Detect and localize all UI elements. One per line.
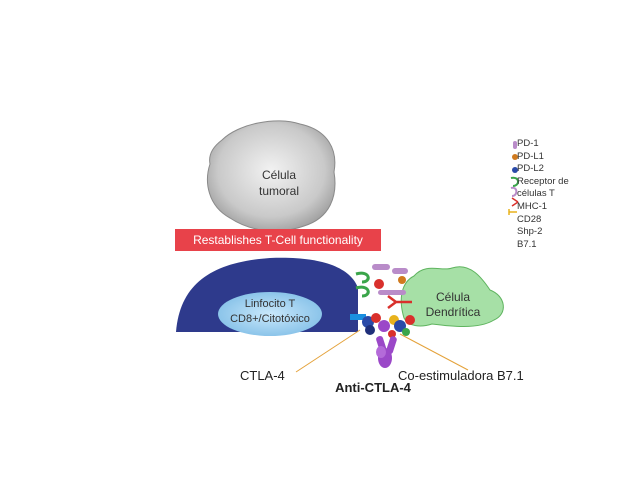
legend-label: Shp-2 [517, 226, 543, 238]
legend-label: Receptor de [517, 175, 569, 187]
legend-label: PD-L1 [517, 150, 544, 162]
legend-item-pdl2: PD-L2 [507, 163, 617, 176]
anti-ctla4-antibody-icon [376, 335, 397, 368]
ctla4-label: CTLA-4 [240, 368, 285, 383]
dendritic-cell-label: Célula Dendrítica [418, 290, 488, 320]
legend: PD-1 PD-L1 PD-L2 Receptor de células T M… [507, 138, 617, 251]
legend-item-b71: B7.1 [507, 239, 617, 252]
legend-mhc1-icon [511, 197, 519, 207]
ctla4-b71-cluster [350, 313, 415, 338]
lymphocyte-nucleus [218, 292, 322, 336]
legend-label: PD-1 [517, 138, 539, 149]
costim-label: Co-estimuladora B7.1 [398, 368, 524, 383]
ctla4-connector [295, 329, 361, 373]
legend-label: PD-L2 [517, 163, 544, 175]
legend-item-tcr: Receptor de [507, 176, 617, 189]
dendritic-cell [400, 266, 504, 327]
lymphocyte-label: Linfocito T CD8+/Citotóxico [220, 297, 320, 327]
legend-item-pdl1: PD-L1 [507, 151, 617, 164]
legend-label: células T [517, 188, 555, 200]
mhc1-receptor-icon [387, 295, 412, 309]
legend-pdl1-icon [512, 154, 518, 160]
legend-receptor-icon [510, 186, 518, 197]
legend-label: MHC-1 [517, 200, 548, 212]
tumor-label-line2: tumoral [258, 184, 299, 198]
legend-label: B7.1 [517, 238, 537, 250]
legend-cd28-icon [508, 209, 517, 215]
legend-item-mhc1: MHC-1 [507, 201, 617, 214]
tumor-cell-label: Célula tumoral [246, 167, 312, 199]
tumor-label-line1: Célula [261, 168, 297, 182]
tumor-cell [207, 120, 336, 232]
legend-item-pd1: PD-1 [507, 138, 617, 151]
costim-connector [399, 333, 469, 371]
lymphocyte-label-line1: Linfocito T [244, 298, 296, 310]
tcr-receptor-icon [355, 271, 370, 298]
dendritic-label-line2: Dendrítica [425, 305, 481, 319]
legend-item-cd28: CD28 [507, 214, 617, 227]
dendritic-label-line1: Célula [435, 290, 471, 304]
legend-pdl2-icon [512, 167, 518, 173]
legend-pd1-icon [513, 141, 517, 149]
pd1-pdl1-pair-icon [372, 264, 408, 295]
lymphocyte-label-line2: CD8+/Citotóxico [230, 313, 310, 325]
antibody-label: Anti-CTLA-4 [335, 380, 411, 395]
functionality-banner: Restablishes T-Cell functionality [175, 229, 381, 251]
legend-label: CD28 [517, 213, 542, 225]
mhc-peptide-icon [374, 279, 384, 289]
legend-tcr-icon [510, 176, 519, 187]
legend-item-shp2: Shp-2 [507, 226, 617, 239]
legend-item-tcr-cont: células T [507, 188, 617, 201]
